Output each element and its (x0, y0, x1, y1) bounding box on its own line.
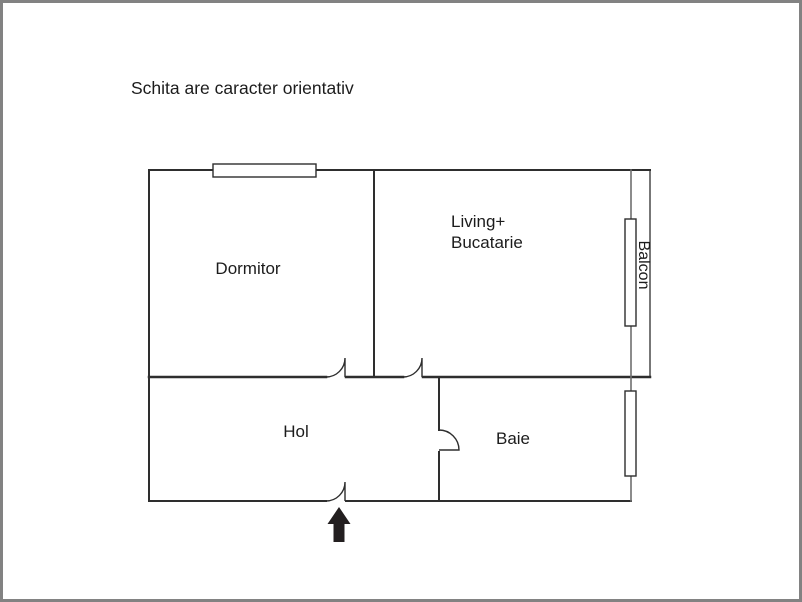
baie-door-icon (438, 429, 460, 451)
entrance-arrow-icon (327, 507, 351, 542)
living-door-icon (402, 357, 423, 378)
room-label-dormitor: Dormitor (215, 259, 281, 278)
floor-plan-drawing (147, 163, 652, 542)
room-label-living: Living+ Bucatarie (451, 211, 523, 253)
windows (212, 163, 637, 477)
walls (147, 169, 652, 502)
room-label-hol: Hol (283, 422, 309, 441)
room-label-living-line1: Living+ (451, 212, 506, 231)
room-label-living-line2: Bucatarie (451, 233, 523, 252)
baie-window-icon (624, 390, 637, 477)
dormitor-window-icon (212, 163, 317, 178)
dormitor-door-icon (325, 357, 346, 378)
room-label-balcon: Balcon (635, 240, 652, 290)
disclaimer-note: Schita are caracter orientativ (131, 78, 354, 98)
doors (325, 357, 460, 502)
balcon-window-icon (624, 218, 637, 327)
room-label-baie: Baie (495, 429, 531, 448)
entrance-door-icon (325, 481, 346, 502)
